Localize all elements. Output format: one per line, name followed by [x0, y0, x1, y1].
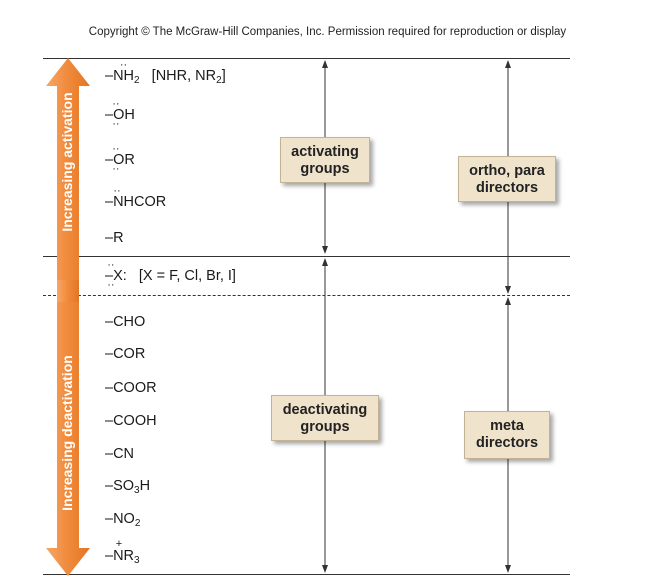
bottom-rule: [43, 574, 570, 575]
group-or: –OR····: [105, 143, 135, 175]
group-cor: –COR: [105, 346, 146, 362]
group-no2: –NO2: [105, 511, 141, 529]
increasing-activation-label: Increasing activation: [59, 92, 75, 232]
group-r: –R: [105, 230, 124, 246]
group-oh: –OH····: [105, 98, 135, 130]
group-cooh: –COOH: [105, 413, 157, 429]
meta-arrowhead-bottom: [505, 565, 511, 573]
top-rule: [43, 58, 570, 59]
group-nhcor: –NHCOR··: [105, 185, 167, 211]
group-halogen: –X:···· [X = F, Cl, Br, I]: [105, 259, 236, 291]
activating-arrowhead-top: [322, 60, 328, 68]
ortho-meta-dashed-divider: [43, 295, 570, 296]
group-cn: –CN: [105, 446, 135, 462]
group-nr3: –NR+3: [105, 538, 140, 566]
group-cho: –CHO: [105, 314, 146, 330]
increasing-deactivation-label: Increasing deactivation: [59, 355, 75, 511]
group-nh2: –NH··2 [NHR, NR2]: [105, 59, 226, 86]
ortho-para-arrowhead-top: [505, 60, 511, 68]
deactivating-arrowhead-bottom: [322, 565, 328, 573]
increasing-activation-arrow: [46, 58, 90, 282]
group-so3h: –SO3H: [105, 478, 151, 496]
group-coor: –COOR: [105, 380, 157, 396]
copyright-notice: Copyright © The McGraw-Hill Companies, I…: [88, 26, 567, 38]
arrow-shaft-join: [57, 280, 79, 302]
deactivating-arrowhead-top: [322, 258, 328, 266]
ortho-para-arrowhead-bottom: [505, 286, 511, 294]
activating-arrowhead-bottom: [322, 246, 328, 254]
meta-arrowhead-top: [505, 297, 511, 305]
increasing-deactivation-arrow: [46, 300, 90, 576]
activating-deactivating-divider: [43, 256, 570, 257]
